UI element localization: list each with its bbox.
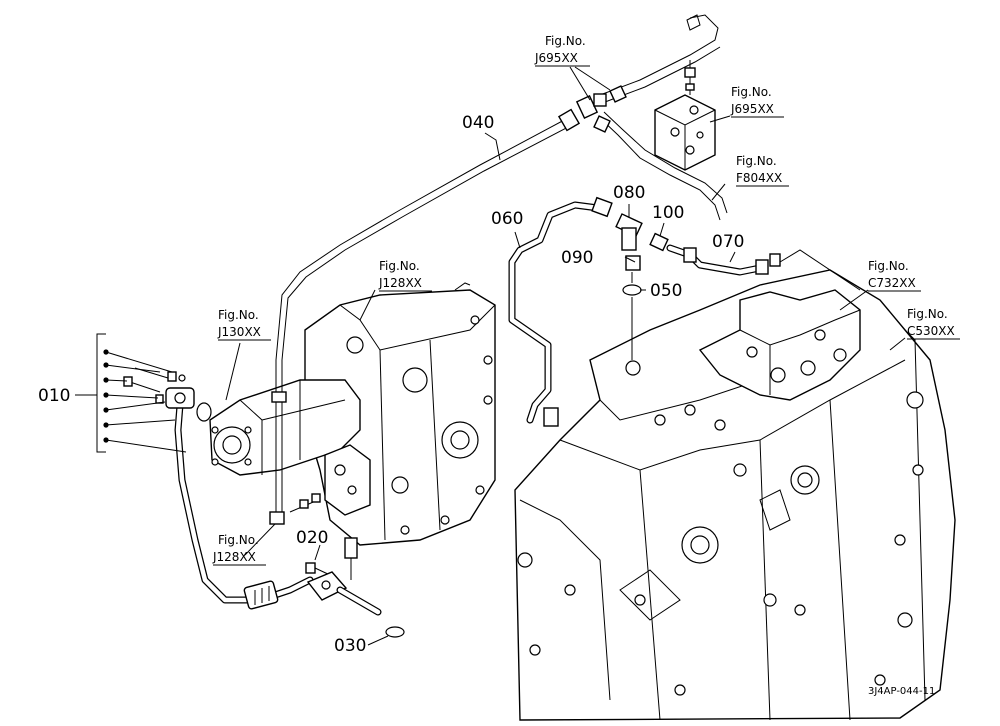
fig-ref-j128-top: Fig.No. J128XX <box>378 259 432 292</box>
svg-text:Fig.No.: Fig.No. <box>907 307 948 321</box>
elbow-fitting <box>615 213 669 360</box>
fig-ref-c732: Fig.No. C732XX <box>868 259 921 292</box>
fig-ref-j128-bottom: Fig.No. J128XX <box>212 533 266 566</box>
fig-ref-j130: Fig.No. J130XX <box>217 308 271 341</box>
part-label-070: 070 <box>712 232 744 252</box>
svg-text:Fig.No.: Fig.No. <box>868 259 909 273</box>
svg-text:C732XX: C732XX <box>868 276 916 290</box>
part-label-060: 060 <box>491 209 523 229</box>
svg-text:Fig.No.: Fig.No. <box>731 85 772 99</box>
svg-text:C530XX: C530XX <box>907 324 955 338</box>
svg-text:Fig.No.: Fig.No. <box>736 154 777 168</box>
part-label-030: 030 <box>334 636 366 656</box>
svg-text:J695XX: J695XX <box>730 102 774 116</box>
fig-ref-f804: Fig.No. F804XX <box>736 154 789 187</box>
part-label-090: 090 <box>561 248 593 268</box>
pipe-040 <box>275 117 569 520</box>
part-label-020: 020 <box>296 528 328 548</box>
svg-text:J128XX: J128XX <box>212 550 256 564</box>
svg-text:J128XX: J128XX <box>378 276 422 290</box>
flange-030 <box>306 571 405 638</box>
svg-text:Fig.No.: Fig.No. <box>545 34 586 48</box>
svg-text:F804XX: F804XX <box>736 171 782 185</box>
control-valve <box>698 289 861 401</box>
svg-text:J695XX: J695XX <box>534 51 578 65</box>
bolt-020 <box>305 562 331 576</box>
pipe-060 <box>508 201 602 424</box>
transmission-housing <box>514 269 956 721</box>
bracket-010 <box>96 333 106 453</box>
pump-fitting-block <box>289 444 371 516</box>
part-label-040: 040 <box>462 113 494 133</box>
svg-text:Fig.No.: Fig.No. <box>379 259 420 273</box>
fig-ref-c530: Fig.No. C530XX <box>907 307 960 340</box>
svg-text:J130XX: J130XX <box>217 325 261 339</box>
svg-text:Fig.No.: Fig.No. <box>218 308 259 322</box>
svg-text:Fig.No.: Fig.No. <box>218 533 259 547</box>
part-label-010: 010 <box>38 386 70 406</box>
part-label-050: 050 <box>650 281 682 301</box>
valve-block <box>654 14 716 171</box>
fig-ref-j695-right: Fig.No. J695XX <box>730 85 784 118</box>
hydraulic-pump <box>209 379 361 476</box>
drawing-code: 3J4AP-044-11 <box>868 686 935 697</box>
part-label-100: 100 <box>652 203 684 223</box>
fig-ref-j695-top: Fig.No. J695XX <box>534 34 590 67</box>
part-label-080: 080 <box>613 183 645 203</box>
